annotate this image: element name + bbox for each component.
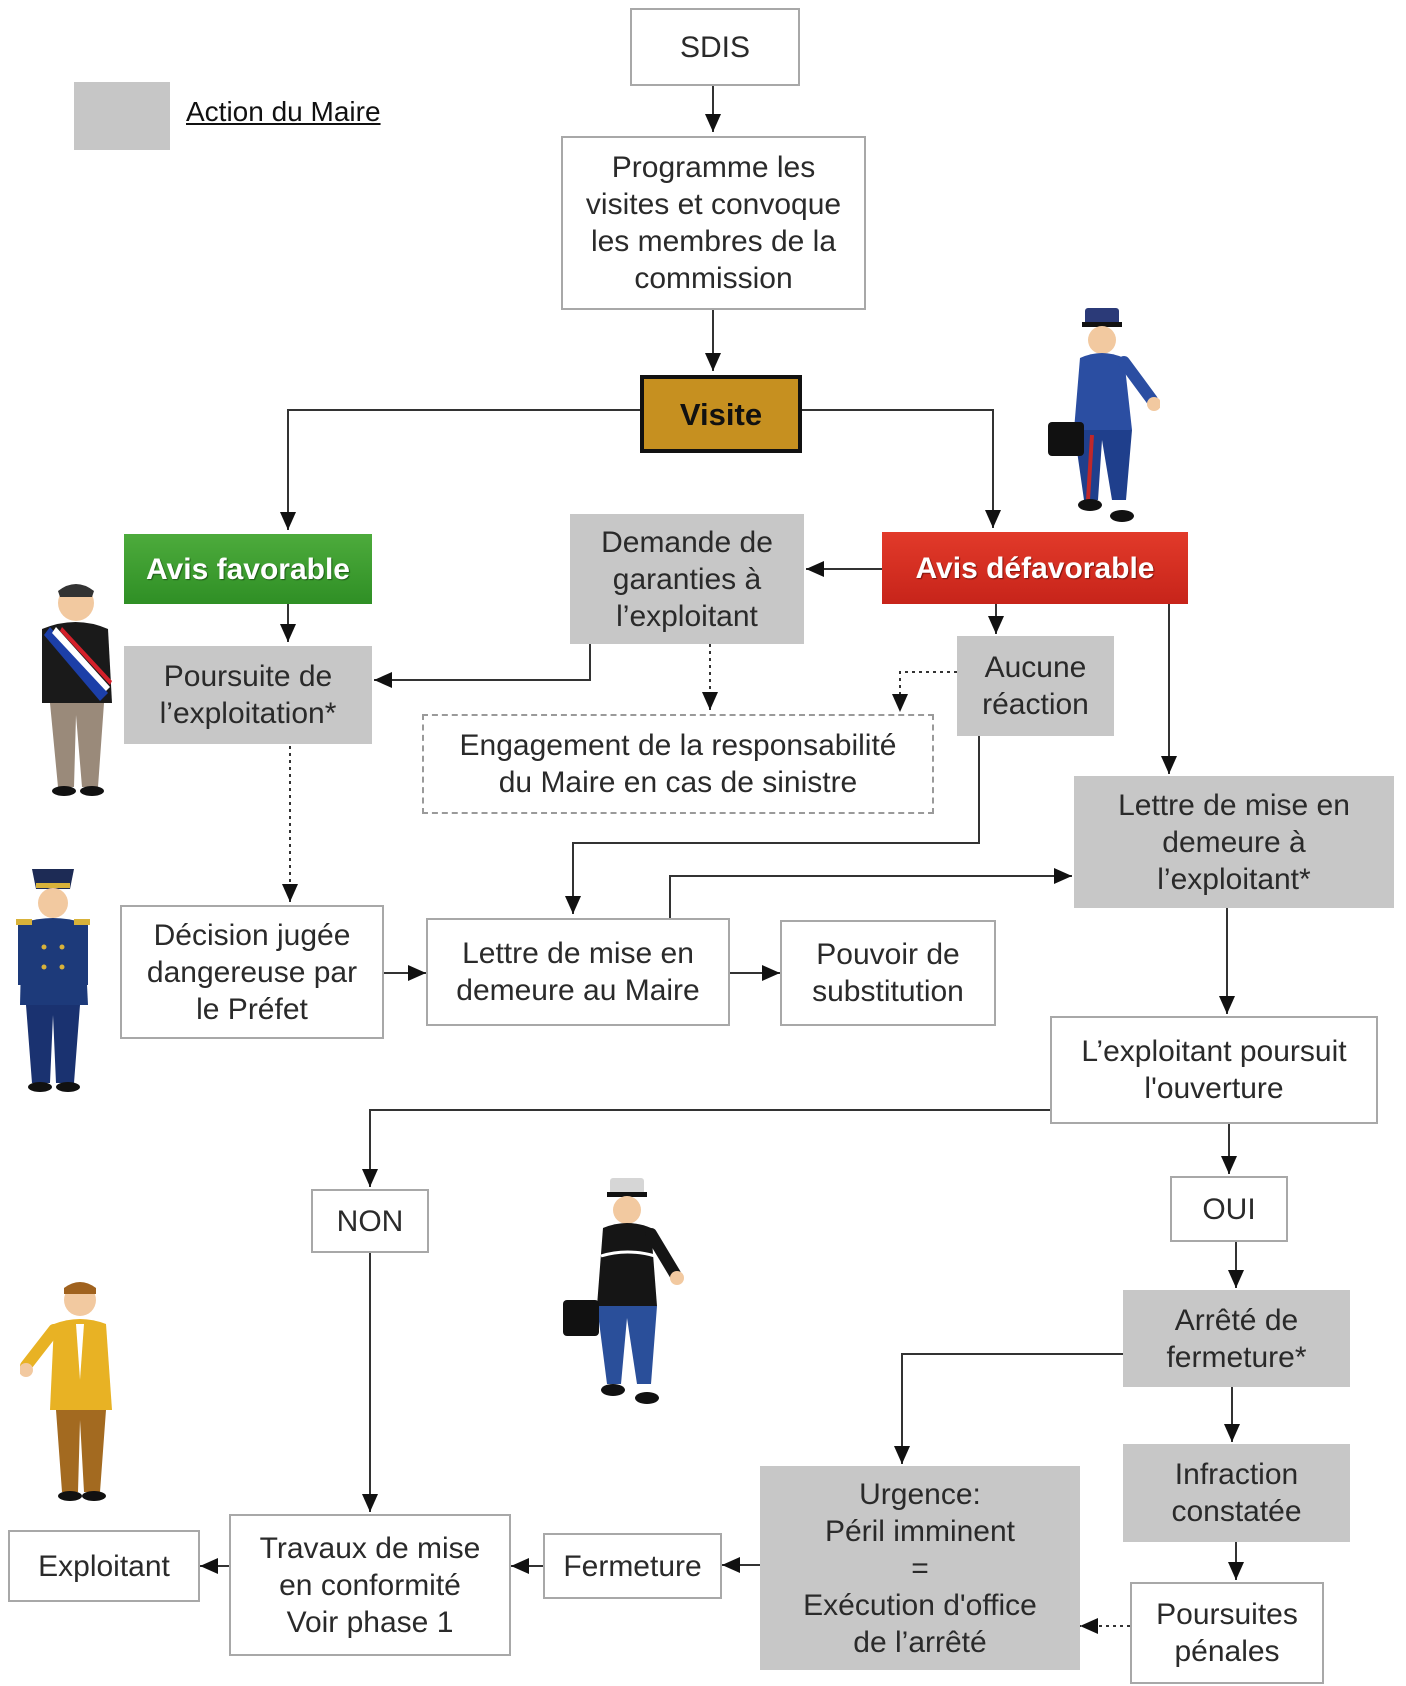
node-visite: Visite xyxy=(640,375,802,453)
legend-label: Action du Maire xyxy=(186,96,381,127)
node-oui: OUI xyxy=(1170,1176,1288,1242)
node-decision-prefet: Décision jugée dangereuse par le Préfet xyxy=(120,905,384,1039)
node-exploitant: Exploitant xyxy=(8,1530,200,1602)
node-demande-garanties: Demande de garanties à l’exploitant xyxy=(570,514,804,644)
node-avis-favorable: Avis favorable xyxy=(124,534,372,604)
legend-swatch xyxy=(74,82,170,150)
node-urgence-peril: Urgence: Péril imminent = Exécution d'of… xyxy=(760,1466,1080,1670)
node-avis-defavorable: Avis défavorable xyxy=(882,532,1188,604)
node-exploitant-poursuit: L’exploitant poursuit l'ouverture xyxy=(1050,1016,1378,1124)
businessman-icon xyxy=(20,1282,112,1501)
gendarme-walking-icon xyxy=(1048,308,1160,522)
node-sdis: SDIS xyxy=(630,8,800,86)
node-arrete-fermeture: Arrêté de fermeture* xyxy=(1123,1290,1350,1387)
node-non: NON xyxy=(311,1189,429,1253)
node-travaux-conformite: Travaux de mise en conformité Voir phase… xyxy=(229,1514,511,1656)
node-poursuite-exploitation: Poursuite de l’exploitation* xyxy=(124,646,372,744)
node-programme: Programme les visites et convoque les me… xyxy=(561,136,866,310)
node-infraction-constatee: Infraction constatée xyxy=(1123,1444,1350,1542)
node-lettre-maire: Lettre de mise en demeure au Maire xyxy=(426,918,730,1026)
node-poursuites-penales: Poursuites pénales xyxy=(1130,1582,1324,1684)
node-pouvoir-substitution: Pouvoir de substitution xyxy=(780,920,996,1026)
node-lettre-exploitant: Lettre de mise en demeure à l’exploitant… xyxy=(1074,776,1394,908)
node-engagement-responsabilite: Engagement de la responsabilité du Maire… xyxy=(422,714,934,814)
mayor-with-sash-icon xyxy=(42,584,112,796)
node-fermeture: Fermeture xyxy=(543,1533,722,1599)
node-aucune-reaction: Aucune réaction xyxy=(957,636,1114,736)
prefect-uniform-icon xyxy=(16,869,90,1092)
gendarme-walking-icon xyxy=(563,1178,684,1404)
